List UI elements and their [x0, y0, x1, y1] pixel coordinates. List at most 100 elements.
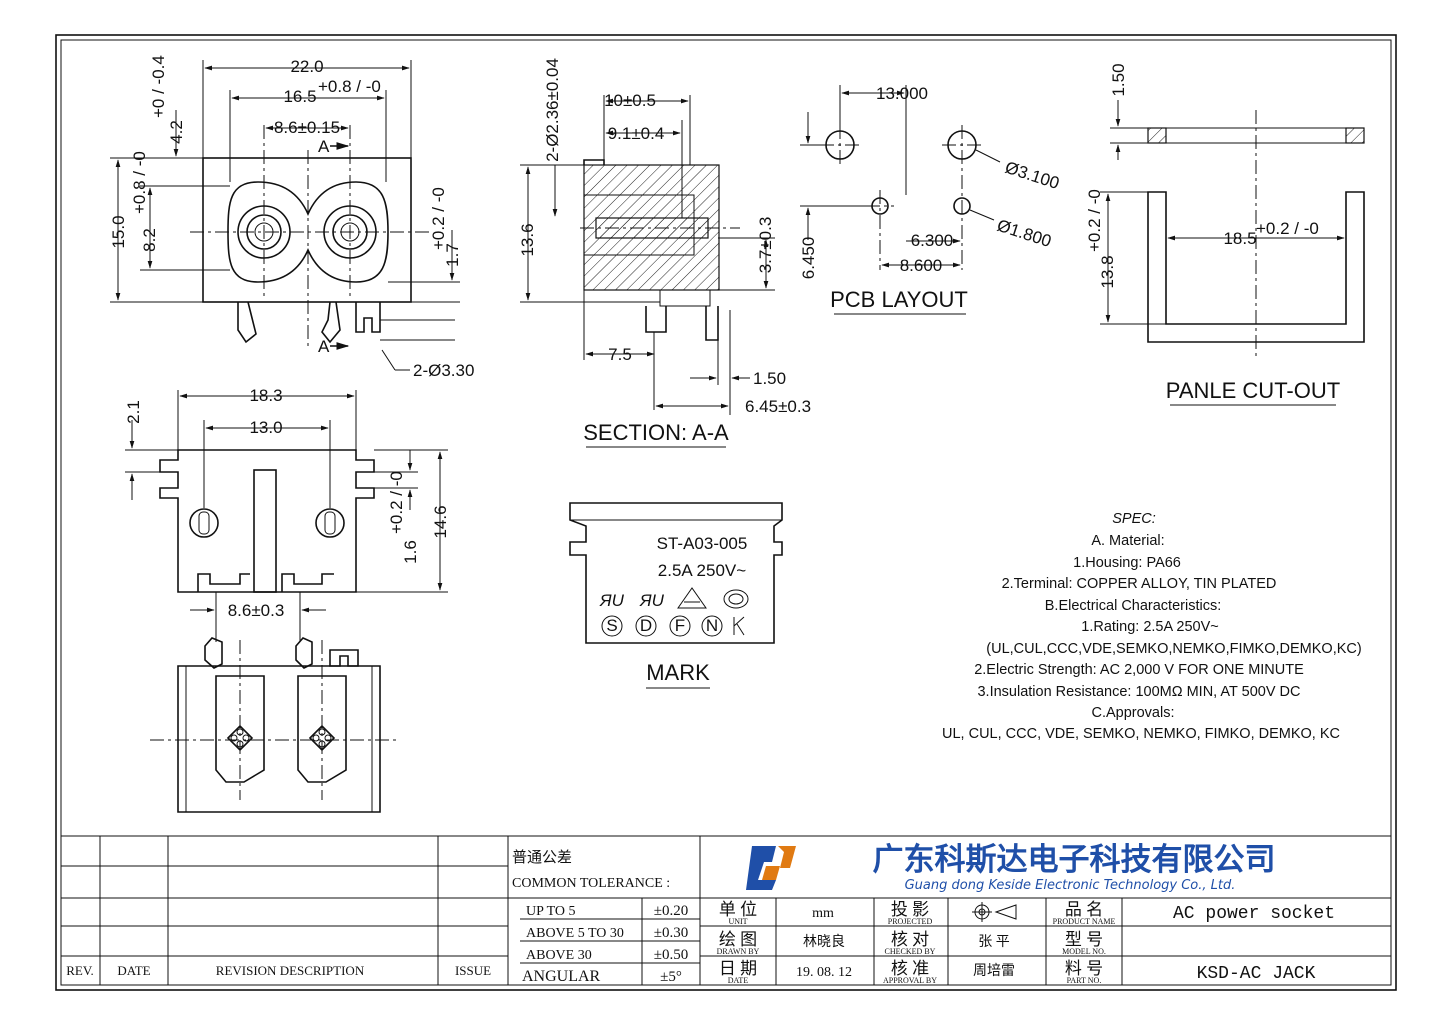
tolerance-value: ±5° — [660, 969, 682, 985]
dim-top-small-tol: +0.2 / -0 — [387, 471, 406, 534]
svg-text:S: S — [606, 616, 617, 635]
panel-cutout: 1.50 18.5 +0.2 / -0 13.8 +0.2 / -0 PANLE… — [1085, 63, 1365, 406]
dim-pcb-vertical: 6.450 — [799, 237, 818, 280]
dim-top-side: 2.1 — [124, 400, 143, 424]
bottom-view — [150, 637, 400, 813]
section-view: 10±0.5 9.1±0.4 2-Ø2.36±0.04 13.6 3.7±0.3… — [518, 58, 811, 448]
product-label-en: PRODUCT NAME — [1053, 917, 1116, 926]
dim-panel-width-tol: +0.2 / -0 — [1256, 219, 1319, 238]
tolerance-range: ANGULAR — [522, 968, 601, 985]
spec-line: 2.Terminal: COPPER ALLOY, TIN PLATED — [1002, 576, 1277, 592]
projected-label-cn: 投 影 — [891, 900, 929, 919]
dim-panel-width: 18.5 — [1223, 229, 1256, 248]
dim-front-inner-tol: +0.8 / -0 — [318, 77, 381, 96]
cul-recognized-icon: ЯU — [639, 591, 665, 610]
tolerance-range: UP TO 5 — [526, 904, 576, 919]
demko-icon: D — [635, 615, 657, 637]
dim-top-width: 18.3 — [249, 386, 282, 405]
mark-title: MARK — [646, 660, 710, 685]
issue-header: ISSUE — [455, 963, 491, 978]
spec-line: B.Electrical Characteristics: — [1045, 598, 1221, 614]
ccc-icon — [723, 589, 749, 609]
front-body — [202, 157, 412, 303]
spec-line: (UL,CUL,CCC,VDE,SEMKO,NEMKO,FIMKO,DEMKO,… — [986, 641, 1361, 657]
tolerance-value: ±0.50 — [654, 947, 688, 963]
front-view: 22.0 16.5 +0.8 / -0 8.6±0.15 A A 15.0 8.… — [109, 55, 474, 380]
vde-triangle-icon — [677, 587, 707, 609]
section-mark-top: A — [318, 137, 330, 156]
dim-top-height: 14.6 — [431, 505, 450, 538]
tolerance-range: ABOVE 30 — [526, 948, 592, 963]
svg-text:ЯU: ЯU — [639, 591, 665, 610]
product-label-cn: 品 名 — [1065, 900, 1103, 919]
outer-frame — [55, 34, 1397, 991]
semko-icon: S — [601, 615, 623, 637]
dim-front-top-tol: +0 / -0.4 — [149, 55, 168, 118]
model-label-cn: 型 号 — [1065, 930, 1103, 949]
spec-line: UL, CUL, CCC, VDE, SEMKO, NEMKO, FIMKO, … — [942, 726, 1340, 742]
dim-top-pin: 8.6±0.3 — [228, 601, 285, 620]
dim-section-b: 9.1±0.4 — [608, 124, 665, 143]
approval-label-en: APPROVAL BY — [883, 976, 937, 985]
pcb-layout: 13.000 Ø3.100 Ø1.800 6.300 8.600 6.450 P… — [799, 84, 1062, 315]
part-label-cn: 料 号 — [1065, 959, 1103, 978]
projected-label-en: PROJECTED — [888, 917, 933, 926]
dim-top-pitch: 13.0 — [249, 418, 282, 437]
date-label-en: DATE — [728, 976, 749, 985]
checked-label-cn: 核 对 — [891, 930, 929, 949]
rev-header: REV. — [66, 963, 94, 978]
dim-pcb-pitch: 13.000 — [876, 84, 928, 103]
title-block: REV. DATE REVISION DESCRIPTION ISSUE 普通公… — [61, 835, 1391, 985]
company-name-cn: 广东科斯达电子科技有限公司 — [873, 842, 1276, 878]
dim-hole-callout: 2-Ø3.30 — [413, 361, 474, 380]
spec-line: 2.Electric Strength: AC 2,000 V FOR ONE … — [974, 662, 1304, 678]
spec-block: SPEC: A. Material: 1.Housing: PA66 2.Ter… — [942, 511, 1362, 742]
date-label-cn: 日 期 — [719, 959, 757, 978]
dim-section-pin: 2-Ø2.36±0.04 — [543, 58, 562, 162]
approval-by-value: 周培雷 — [973, 963, 1015, 979]
first-angle-projection-icon — [972, 902, 1017, 922]
spec-line: A. Material: — [1091, 533, 1164, 549]
dim-front-width: 22.0 — [290, 57, 323, 76]
checked-label-en: CHECKED BY — [885, 947, 936, 956]
unit-value: mm — [812, 906, 834, 921]
spec-line: 1.Rating: 2.5A 250V~ — [1081, 619, 1218, 635]
nemko-icon: N — [701, 615, 723, 637]
dim-panel-thickness: 1.50 — [1109, 63, 1128, 96]
unit-label-en: UNIT — [728, 917, 747, 926]
spec-line: 1.Housing: PA66 — [1073, 555, 1181, 571]
svg-text:D: D — [640, 616, 652, 635]
ul-recognized-icon: ЯU — [599, 591, 625, 610]
dim-pcb-small-hole: Ø1.800 — [995, 216, 1054, 251]
product-name-value: AC power socket — [1173, 904, 1335, 924]
dim-front-opening: 8.2 — [140, 228, 159, 252]
dim-section-c: 3.7±0.3 — [756, 217, 775, 274]
tolerance-title-cn: 普通公差 — [512, 849, 572, 866]
dim-front-right-tol: +0.2 / -0 — [429, 187, 448, 250]
part-label-en: PART NO. — [1067, 976, 1102, 985]
spec-line: 3.Insulation Resistance: 100MΩ MIN, AT 5… — [977, 684, 1300, 700]
dim-top-small: 1.6 — [401, 540, 420, 564]
unit-label-cn: 单 位 — [719, 900, 757, 919]
inner-frame — [60, 39, 1392, 986]
section-title: SECTION: A-A — [583, 420, 729, 445]
dim-section-height: 13.6 — [518, 223, 537, 256]
socket-opening — [227, 181, 389, 283]
dim-front-top: 4.2 — [167, 120, 186, 144]
svg-text:N: N — [706, 616, 718, 635]
tolerance-value: ±0.20 — [654, 903, 688, 919]
pcb-title: PCB LAYOUT — [830, 287, 968, 312]
dim-section-d: 7.5 — [608, 345, 632, 364]
dim-pcb-large-hole: Ø3.100 — [1003, 158, 1062, 193]
dim-pcb-a: 6.300 — [911, 231, 954, 250]
section-mark-bottom: A — [318, 337, 330, 356]
model-label-en: MODEL NO. — [1062, 947, 1106, 956]
mark-model: ST-A03-005 — [657, 534, 748, 553]
tolerance-range: ABOVE 5 TO 30 — [526, 926, 624, 941]
dim-section-f: 6.45±0.3 — [745, 397, 811, 416]
approval-label-cn: 核 准 — [891, 959, 929, 978]
dim-front-height: 15.0 — [109, 215, 128, 248]
tolerance-title-en: COMMON TOLERANCE : — [512, 876, 670, 891]
dim-front-inner: 16.5 — [283, 87, 316, 106]
